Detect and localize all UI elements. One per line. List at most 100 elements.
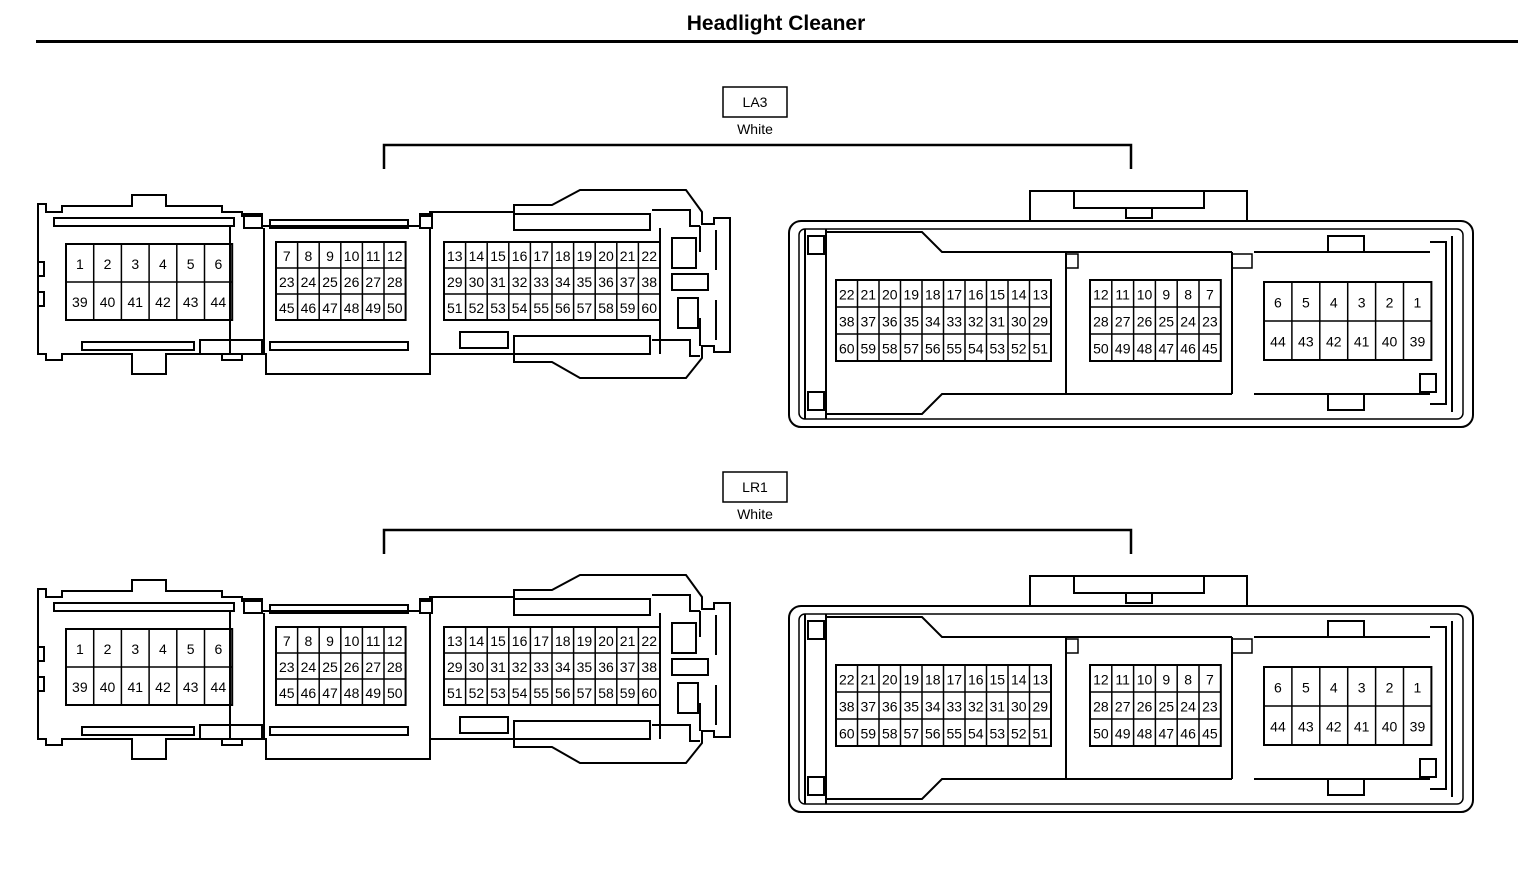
pin-number: 14 xyxy=(469,248,485,264)
pin-number: 1 xyxy=(1414,680,1422,696)
pin-number: 35 xyxy=(903,699,919,715)
pin-number: 21 xyxy=(860,672,876,688)
pin-number: 15 xyxy=(490,248,506,264)
connector-color: White xyxy=(737,121,773,137)
pin-number: 19 xyxy=(577,633,593,649)
pin-number: 2 xyxy=(1386,680,1394,696)
pin-number: 45 xyxy=(279,685,295,701)
pin-number: 13 xyxy=(447,248,463,264)
pin-number: 42 xyxy=(1326,719,1342,735)
female-right-key xyxy=(1419,373,1437,393)
pin-number: 45 xyxy=(1202,341,1218,357)
pin-number: 43 xyxy=(1298,719,1314,735)
pin-number: 10 xyxy=(1137,287,1153,303)
pin-number: 59 xyxy=(860,341,876,357)
pin-number: 31 xyxy=(490,274,506,290)
pin-number: 17 xyxy=(946,672,962,688)
pin-number: 39 xyxy=(1410,334,1426,350)
pin-number: 39 xyxy=(72,294,88,310)
pin-number: 46 xyxy=(301,685,317,701)
female-top-latch xyxy=(1029,190,1248,221)
pin-number: 18 xyxy=(555,248,571,264)
pin-number: 34 xyxy=(555,659,571,675)
pin-number: 34 xyxy=(925,699,941,715)
pin-number: 28 xyxy=(1093,699,1109,715)
connector-code: LA3 xyxy=(743,94,768,110)
pin-number: 34 xyxy=(555,274,571,290)
pin-number: 28 xyxy=(387,659,403,675)
pin-number: 26 xyxy=(344,659,360,675)
pin-number: 38 xyxy=(839,699,855,715)
pin-number: 31 xyxy=(490,659,506,675)
pin-number: 27 xyxy=(365,274,381,290)
connector-bracket xyxy=(382,143,1133,169)
male-end-latch xyxy=(652,339,700,357)
pin-number: 10 xyxy=(1137,672,1153,688)
pin-number: 30 xyxy=(469,659,485,675)
pin-number: 16 xyxy=(512,248,528,264)
pin-number: 1 xyxy=(1414,295,1422,311)
pin-number: 31 xyxy=(989,314,1005,330)
pin-number: 46 xyxy=(1180,726,1196,742)
pin-number: 15 xyxy=(490,633,506,649)
female-divider-notch xyxy=(1065,253,1079,269)
female-right-key xyxy=(1327,235,1365,253)
pin-number: 7 xyxy=(283,248,291,264)
male-end-latch xyxy=(652,724,700,742)
pin-number: 27 xyxy=(365,659,381,675)
pin-number: 14 xyxy=(1011,672,1027,688)
pin-number: 7 xyxy=(283,633,291,649)
male-housing-outline xyxy=(37,574,731,764)
pin-number: 50 xyxy=(1093,726,1109,742)
pin-number: 27 xyxy=(1115,314,1131,330)
pin-number: 54 xyxy=(512,300,528,316)
pin-number: 53 xyxy=(490,685,506,701)
pin-number: 33 xyxy=(533,274,549,290)
pin-number: 49 xyxy=(365,685,381,701)
pin-number: 9 xyxy=(326,248,334,264)
pin-number: 56 xyxy=(925,726,941,742)
pin-number: 27 xyxy=(1115,699,1131,715)
pin-number: 33 xyxy=(946,699,962,715)
pin-number: 36 xyxy=(598,274,614,290)
pin-number: 53 xyxy=(989,726,1005,742)
title-underline xyxy=(36,40,1518,43)
female-top-guide xyxy=(826,616,1066,638)
female-right-key xyxy=(1419,758,1437,778)
pin-number: 18 xyxy=(925,287,941,303)
pin-number: 17 xyxy=(533,248,549,264)
female-right-end xyxy=(1430,241,1447,405)
pin-number: 5 xyxy=(1302,295,1310,311)
pin-number: 57 xyxy=(577,685,593,701)
pin-number: 20 xyxy=(882,672,898,688)
female-bottom-guide xyxy=(826,778,1066,800)
pin-number: 35 xyxy=(577,659,593,675)
pin-number: 24 xyxy=(1180,699,1196,715)
pin-number: 26 xyxy=(344,274,360,290)
male-side-notch xyxy=(38,676,45,692)
pin-number: 2 xyxy=(104,641,112,657)
connector-code-box xyxy=(722,471,788,503)
male-top-rail xyxy=(513,213,651,231)
pin-number: 29 xyxy=(447,659,463,675)
pin-number: 30 xyxy=(469,274,485,290)
pin-number: 57 xyxy=(903,341,919,357)
pin-number: 52 xyxy=(469,300,485,316)
pin-number: 25 xyxy=(1159,699,1175,715)
pin-number: 26 xyxy=(1137,699,1153,715)
pin-number: 21 xyxy=(620,248,636,264)
pin-number: 9 xyxy=(326,633,334,649)
pin-number: 44 xyxy=(211,294,227,310)
female-side-key xyxy=(807,391,825,411)
